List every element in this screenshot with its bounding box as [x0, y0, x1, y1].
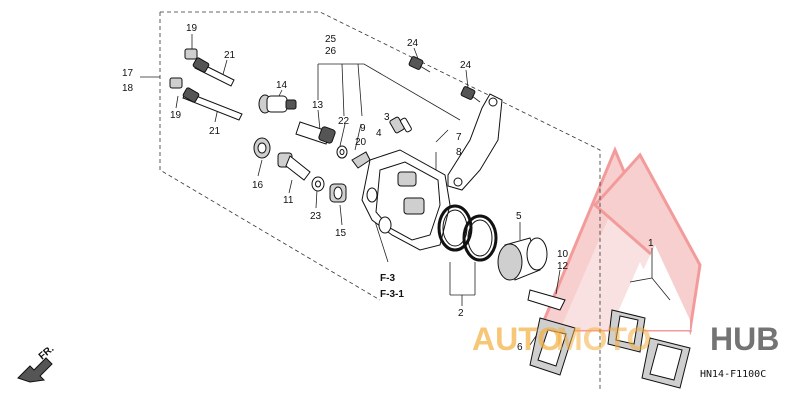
front-indicator-label: FR. — [37, 343, 57, 362]
callout-3: 3 — [384, 112, 390, 123]
pin-bolt-lower — [169, 77, 243, 121]
dust-seal — [462, 214, 498, 262]
assembly-outline — [140, 11, 601, 390]
callout-16: 16 — [252, 180, 264, 191]
front-direction-arrow — [17, 357, 53, 383]
bolt-24-upper — [408, 56, 431, 73]
callout-19-lower: 19 — [170, 110, 182, 121]
callout-25: 25 — [325, 34, 337, 45]
callout-14: 14 — [276, 80, 288, 91]
callout-23: 23 — [310, 211, 322, 222]
watermark-text-moto: MOTO — [556, 321, 651, 357]
pin-11 — [277, 152, 311, 181]
pin-13 — [295, 121, 336, 145]
callout-21-upper: 21 — [224, 50, 236, 61]
callout-2: 2 — [458, 308, 464, 319]
callout-6: 6 — [517, 342, 523, 353]
callout-19-upper: 19 — [186, 23, 198, 34]
washer-23 — [311, 176, 325, 192]
callout-17: 17 — [122, 68, 134, 79]
boot-14 — [258, 94, 297, 114]
callout-21-lower: 21 — [209, 126, 221, 137]
clip-20 — [351, 151, 371, 169]
callout-15: 15 — [335, 228, 347, 239]
callout-20: 20 — [355, 137, 367, 148]
pad-spring — [527, 289, 576, 376]
piston — [497, 237, 548, 281]
callout-24-lower: 24 — [460, 60, 472, 71]
boot-16 — [253, 137, 271, 159]
diagram-reference-code: HN14-F1100C — [700, 369, 766, 380]
callout-12: 12 — [557, 261, 569, 272]
callout-f3: F-3 — [380, 273, 395, 284]
callout-8: 8 — [456, 147, 462, 158]
bolt-24-lower — [460, 86, 481, 103]
caliper-body — [361, 149, 451, 251]
callout-26: 26 — [325, 46, 337, 57]
callout-18: 18 — [122, 83, 134, 94]
watermark-text-auto: AUTO — [472, 321, 562, 357]
bushing-15 — [329, 183, 347, 203]
callout-11: 11 — [283, 195, 294, 206]
callout-7: 7 — [456, 132, 462, 143]
watermark-text: AUTO MOTO HUB — [472, 321, 779, 357]
callout-13: 13 — [312, 100, 324, 111]
caliper-bracket — [447, 93, 503, 191]
callout-1: 1 — [648, 238, 654, 249]
callout-4: 4 — [376, 128, 382, 139]
callout-10: 10 — [557, 249, 569, 260]
watermark-logo — [537, 146, 702, 336]
callout-5: 5 — [516, 211, 522, 222]
callout-22: 22 — [338, 116, 350, 127]
callout-9: 9 — [360, 123, 366, 134]
pin-bolt-upper — [184, 48, 235, 87]
washer-22 — [336, 145, 348, 159]
brake-pad-set — [607, 309, 691, 389]
watermark-text-hub: HUB — [710, 321, 779, 357]
bleeder-screw — [389, 116, 412, 134]
callout-f3-1: F-3-1 — [380, 289, 404, 300]
callout-24-upper: 24 — [407, 38, 419, 49]
